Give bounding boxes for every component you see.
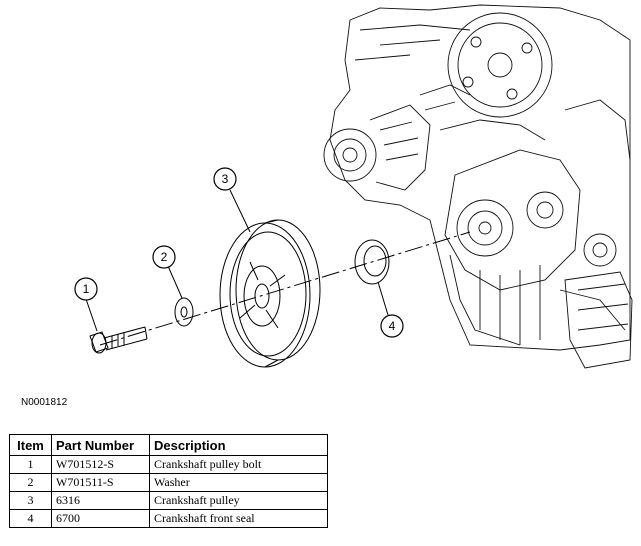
header-part-number: Part Number	[51, 434, 150, 456]
cell-part-number: 6700	[51, 509, 150, 528]
header-description: Description	[149, 434, 328, 456]
cell-description: Crankshaft pulley	[149, 491, 328, 510]
leader-3	[229, 189, 251, 233]
leader-2	[167, 265, 183, 299]
cell-description: Crankshaft pulley bolt	[149, 455, 328, 474]
cell-item: 1	[9, 455, 52, 474]
svg-text:2: 2	[161, 250, 168, 264]
cell-item: 3	[9, 491, 52, 510]
table-header-row: Item Part Number Description	[9, 434, 328, 456]
figure-id: N0001812	[21, 397, 68, 408]
callout-3: 3	[213, 167, 237, 191]
callout-1: 1	[74, 277, 98, 301]
cell-description: Washer	[149, 473, 328, 492]
table-row: 4 6700 Crankshaft front seal	[9, 509, 328, 528]
exploded-view-illustration: 1 2 3 4	[74, 4, 633, 369]
parts-table: Item Part Number Description 1 W701512-S…	[9, 434, 328, 528]
callout-4: 4	[380, 314, 404, 338]
leader-1	[85, 298, 98, 332]
cell-part-number: 6316	[51, 491, 150, 510]
crankshaft-front-seal-drawing	[354, 239, 390, 285]
cell-part-number: W701512-S	[51, 455, 150, 474]
centerline	[99, 231, 471, 346]
engine-drawing	[323, 4, 633, 369]
cell-part-number: W701511-S	[51, 473, 150, 492]
svg-text:1: 1	[83, 282, 90, 296]
table-row: 1 W701512-S Crankshaft pulley bolt	[9, 455, 328, 474]
svg-text:3: 3	[222, 172, 229, 186]
svg-text:4: 4	[389, 319, 396, 333]
crankshaft-pulley-drawing	[219, 219, 321, 368]
cell-description: Crankshaft front seal	[149, 509, 328, 528]
cell-item: 2	[9, 473, 52, 492]
crankshaft-pulley-bolt-drawing	[89, 326, 148, 354]
leader-4	[377, 281, 389, 316]
cell-item: 4	[9, 509, 52, 528]
callout-2: 2	[152, 245, 176, 269]
table-row: 3 6316 Crankshaft pulley	[9, 491, 328, 510]
header-item: Item	[9, 434, 52, 456]
table-row: 2 W701511-S Washer	[9, 473, 328, 492]
washer-drawing	[174, 297, 194, 327]
